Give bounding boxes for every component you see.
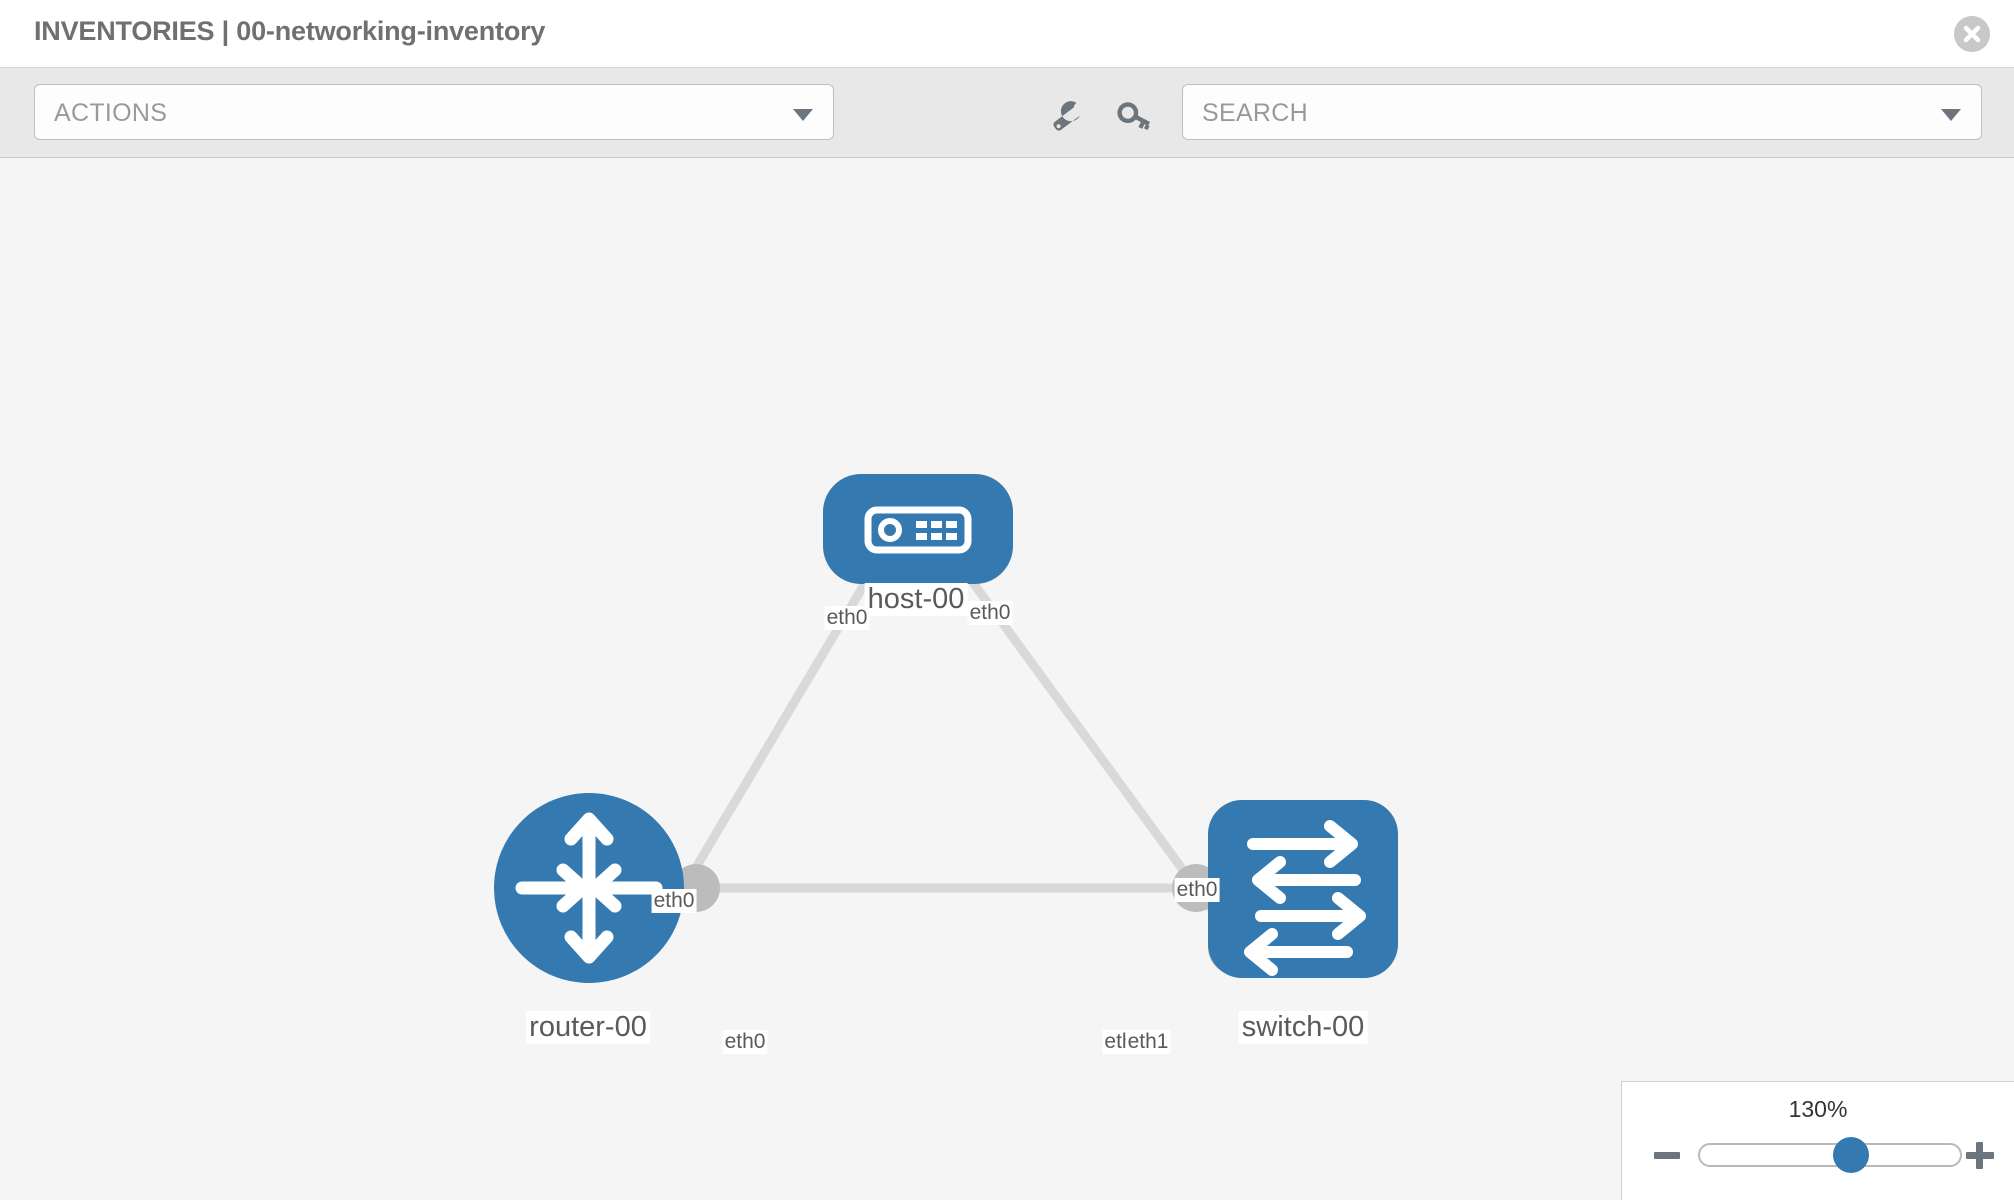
interface-label-switch00-eth1: eth1: [1125, 1030, 1171, 1054]
server-icon: [864, 506, 972, 554]
router-icon: [515, 812, 663, 964]
search-input[interactable]: SEARCH: [1182, 84, 1982, 140]
switch-icon: [1244, 820, 1366, 976]
topology-graph: [494, 474, 1398, 983]
node-switch-00: [1208, 800, 1398, 978]
zoom-level-value: 130%: [1788, 1096, 1848, 1122]
zoom-in-button[interactable]: [1962, 1138, 1996, 1172]
zoom-slider-track[interactable]: [1698, 1137, 1962, 1173]
node-router-00: [494, 793, 684, 983]
topology-canvas[interactable]: host-00 router-00 switch-00 eth0 eth0 et…: [0, 158, 2014, 1200]
zoom-control-panel: 130%: [1621, 1081, 2014, 1200]
toolbar: ACTIONS SEARCH: [0, 68, 2014, 158]
interface-label-host00-eth0-left: eth0: [824, 606, 870, 630]
key-icon[interactable]: [1114, 96, 1154, 136]
chevron-down-icon[interactable]: [1941, 109, 1961, 121]
zoom-slider-row: [1622, 1136, 2014, 1176]
interface-label-router00-eth0-uplink: eth0: [651, 889, 697, 913]
node-label-host-00[interactable]: host-00: [864, 583, 968, 616]
node-label-switch-00[interactable]: switch-00: [1238, 1011, 1368, 1044]
link-group: [644, 555, 1244, 951]
interface-label-switch00-eth0-uplink: eth0: [1174, 878, 1220, 902]
search-placeholder-label: SEARCH: [1202, 99, 1308, 127]
chevron-down-icon: [793, 109, 813, 121]
close-icon[interactable]: [1954, 16, 1990, 52]
interface-label-router00-eth0: eth0: [722, 1030, 768, 1054]
page-header: INVENTORIES | 00-networking-inventory: [0, 0, 2014, 68]
zoom-slider-thumb[interactable]: [1832, 1137, 1869, 1173]
wrench-icon[interactable]: [1046, 96, 1086, 136]
actions-dropdown-label: ACTIONS: [54, 99, 168, 127]
actions-dropdown[interactable]: ACTIONS: [34, 84, 834, 140]
zoom-out-button[interactable]: [1650, 1138, 1684, 1172]
page-title: INVENTORIES | 00-networking-inventory: [34, 16, 546, 46]
node-label-router-00[interactable]: router-00: [526, 1011, 650, 1044]
interface-label-host00-eth0-right: eth0: [967, 601, 1013, 625]
node-host-00: [823, 474, 1013, 584]
